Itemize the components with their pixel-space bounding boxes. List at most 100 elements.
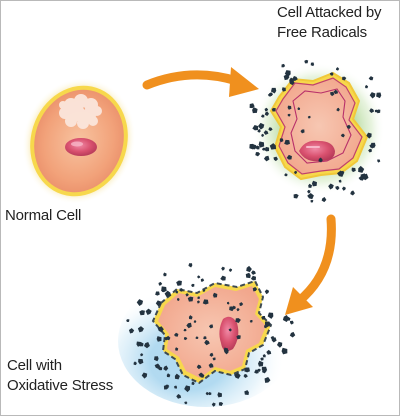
free-radical-speck (221, 266, 225, 271)
free-radical-speck (228, 268, 233, 272)
free-radical-speck (186, 322, 192, 329)
free-radical-speck (183, 328, 187, 332)
free-radical-speck (261, 315, 266, 320)
free-radical-speck (205, 391, 210, 396)
free-radical-speck (183, 337, 188, 341)
free-radical-speck (173, 332, 179, 337)
free-radical-speck (137, 326, 144, 333)
free-radical-speck (264, 321, 271, 328)
normal-cell-nucleus (65, 138, 97, 156)
free-radical-speck (330, 91, 335, 97)
free-radical-speck (310, 199, 314, 203)
free-radical-speck (254, 369, 259, 374)
label-oxidative-stress-line1: Cell with (7, 357, 62, 374)
free-radical-speck (267, 93, 272, 97)
free-radical-speck (156, 336, 162, 342)
free-radical-speck (281, 63, 286, 68)
free-radical-speck (287, 113, 291, 117)
free-radical-speck (308, 183, 313, 188)
free-radical-speck (252, 124, 259, 131)
label-normal-cell: Normal Cell (5, 206, 115, 226)
free-radical-speck (244, 390, 249, 395)
free-radical-speck (188, 263, 193, 268)
free-radical-speck (268, 127, 273, 132)
free-radical-speck (195, 336, 199, 340)
free-radicals-attacked (249, 59, 382, 203)
free-radical-speck (174, 373, 180, 380)
free-radical-speck (284, 70, 291, 77)
free-radical-speck (351, 167, 356, 173)
free-radical-speck (257, 129, 261, 133)
free-radical-speck (307, 189, 311, 194)
label-cell-attacked-line2: Free Radicals (277, 24, 367, 41)
free-radical-speck (163, 365, 169, 371)
free-radical-speck (154, 356, 159, 362)
free-radical-speck (329, 72, 334, 76)
free-radical-speck (310, 62, 315, 67)
free-radical-speck (208, 363, 214, 368)
free-radical-speck (166, 373, 171, 378)
free-radical-speck (267, 312, 274, 319)
free-radical-speck (318, 157, 323, 163)
free-radical-speck (166, 335, 171, 341)
free-radical-speck (138, 358, 144, 365)
free-radical-speck (250, 275, 257, 281)
free-radical-speck (163, 384, 169, 390)
oxidative-cell-nucleus (219, 316, 239, 351)
free-radical-speck (202, 299, 209, 305)
free-radical-speck (217, 392, 222, 398)
free-radical-speck (196, 364, 202, 370)
free-radical-speck (203, 336, 207, 340)
free-radical-speck (271, 107, 276, 112)
free-radical-speck (191, 381, 195, 385)
free-radical-speck (211, 402, 216, 407)
free-radical-speck (202, 289, 206, 292)
free-radical-speck (321, 196, 327, 203)
free-radical-speck (307, 193, 314, 200)
free-radical-speck (229, 306, 235, 312)
free-radical-speck (273, 156, 278, 162)
free-radical-speck (346, 124, 351, 130)
free-radical-speck (263, 130, 269, 135)
free-radical-speck (255, 152, 261, 157)
free-radical-speck (197, 300, 200, 304)
free-radical-speck (220, 275, 226, 281)
free-radical-speck (161, 286, 167, 293)
free-radical-speck (223, 347, 228, 353)
free-radical-speck (258, 360, 264, 367)
free-radical-speck (175, 290, 179, 294)
free-radical-speck (261, 366, 268, 373)
free-radical-speck (333, 89, 339, 95)
free-radical-speck (235, 318, 241, 324)
free-radical-speck (212, 292, 218, 298)
free-radical-speck (366, 132, 372, 139)
oxidative-stress-cell (118, 263, 296, 407)
free-radical-speck (139, 310, 145, 316)
free-radical-speck (369, 108, 375, 113)
free-radical-speck (246, 265, 252, 273)
free-radical-speck (145, 308, 152, 316)
free-radical-speck (204, 339, 210, 346)
free-radical-speck (270, 336, 274, 340)
free-radical-speck (236, 335, 241, 340)
free-radical-speck (279, 138, 284, 143)
free-radical-speck (200, 373, 205, 378)
free-radical-speck (141, 372, 148, 379)
free-radical-speck (284, 139, 290, 145)
free-radical-speck (336, 107, 340, 112)
free-radical-speck (264, 377, 271, 383)
free-radical-speck (197, 275, 201, 279)
free-radical-speck (293, 170, 298, 175)
free-radical-speck (290, 320, 294, 325)
free-radical-speck (244, 367, 250, 373)
attacked-cell (249, 59, 385, 203)
free-radical-speck (264, 111, 270, 116)
free-radical-speck (208, 391, 212, 396)
free-radical-speck (193, 320, 197, 323)
label-cell-attacked: Cell Attacked by Free Radicals (277, 3, 399, 43)
free-radical-speck (284, 173, 288, 177)
free-radical-speck (187, 296, 194, 302)
free-radical-speck (157, 326, 164, 333)
free-radical-speck (252, 286, 258, 292)
